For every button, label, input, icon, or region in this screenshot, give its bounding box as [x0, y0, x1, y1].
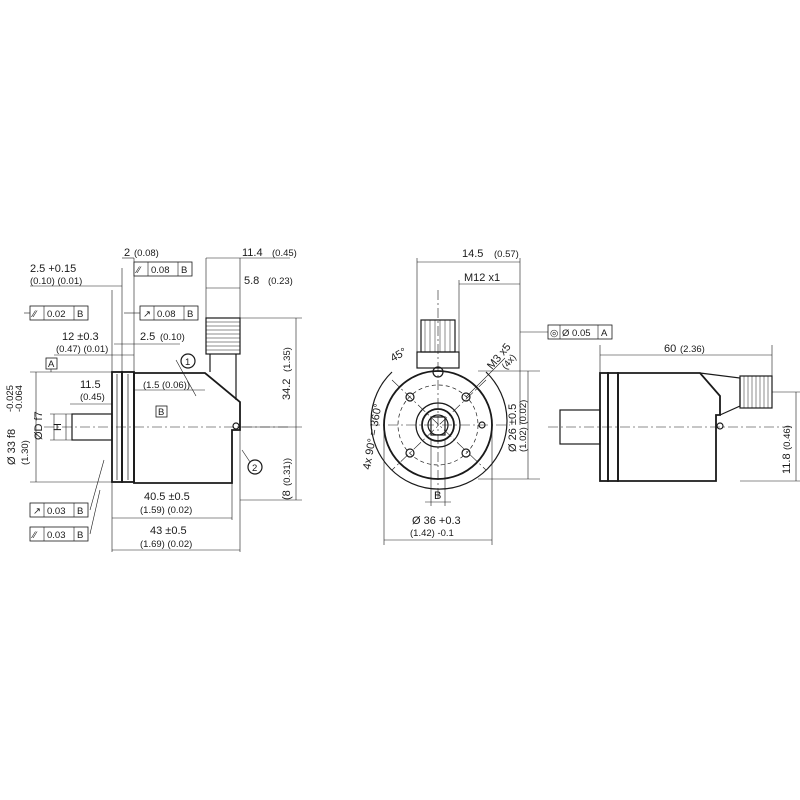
dim-14-5-inch: (0.57) — [494, 249, 519, 260]
svg-text:0.02: 0.02 — [47, 309, 66, 320]
dim-5-8-inch: (0.23) — [268, 276, 293, 287]
dim-2-5b-inch: (0.10) — [160, 332, 185, 343]
dim-60: 60 — [664, 343, 676, 355]
svg-text:⁄⁄: ⁄⁄ — [31, 309, 38, 320]
dim-40-5: 40.5 ±0.5 — [144, 491, 190, 503]
dim-8-inch: (0.31)) — [282, 458, 293, 486]
svg-text:⁄⁄: ⁄⁄ — [31, 530, 38, 541]
dim-14-5: 14.5 — [462, 248, 483, 260]
datum-a: A — [45, 357, 58, 372]
dim-26: Ø 26 ±0.5 — [507, 404, 519, 452]
dim-11-8: 11.8 — [781, 453, 793, 474]
dim-26-inch: (1.02) (0.02) — [518, 400, 529, 452]
dim-11-5-inch: (0.45) — [80, 392, 105, 403]
dim-33-inch: (1.30) — [20, 440, 31, 465]
dim-1-5: (1.5 (0.06)) — [143, 380, 190, 391]
svg-text:A: A — [601, 328, 608, 339]
svg-text:B: B — [187, 309, 193, 320]
dim-12: 12 ±0.3 — [62, 331, 99, 343]
dim-33-tol: -0.025 — [5, 385, 16, 412]
dim-33-tol2: -0.064 — [14, 385, 25, 412]
tolerance-box-flat-002: ⁄⁄ 0.02 B — [29, 305, 89, 321]
dim-2-5-inch: (0.10) (0.01) — [30, 276, 82, 287]
svg-text:0.08: 0.08 — [151, 265, 170, 276]
dim-d: ØD f7 — [33, 411, 45, 440]
dim-43-inch: (1.69) (0.02) — [140, 539, 192, 550]
svg-text:0.03: 0.03 — [47, 506, 66, 517]
front-view: 14.5 (0.57) M12 x1 45° 4x 90° = 360° M3 … — [361, 248, 613, 545]
tolerance-box-parallel-008: ⁄⁄ 0.08 B — [133, 261, 193, 277]
dim-2-inch: (0.08) — [134, 248, 159, 259]
dim-60-inch: (2.36) — [680, 344, 705, 355]
angle-4x90: 4x 90° = 360° — [361, 403, 384, 471]
svg-text:B: B — [77, 309, 83, 320]
svg-text:B: B — [158, 407, 164, 418]
svg-text:⁄⁄: ⁄⁄ — [135, 265, 142, 276]
right-view: 60 (2.36) 11.8 (0.46) — [548, 343, 800, 482]
svg-text:2: 2 — [252, 463, 257, 474]
dim-5-8: 5.8 — [244, 275, 259, 287]
datum-b: B — [155, 405, 168, 418]
svg-text:B: B — [181, 265, 187, 276]
dim-36: Ø 36 +0.3 — [412, 515, 461, 527]
tolerance-box-parallel-003: ⁄⁄ 0.03 B — [29, 526, 89, 542]
dim-34-2-inch: (1.35) — [282, 347, 293, 372]
tolerance-box-position: ◎ Ø 0.05 A — [547, 324, 613, 340]
callout-2: 2 — [241, 449, 263, 475]
svg-text:0.08: 0.08 — [157, 309, 176, 320]
dim-40-5-inch: (1.59) (0.02) — [140, 505, 192, 516]
dim-8: (8 — [281, 490, 293, 500]
svg-text:0.03: 0.03 — [47, 530, 66, 541]
dim-11-4: 11.4 — [242, 247, 263, 259]
dim-43: 43 ±0.5 — [150, 525, 187, 537]
dim-m12: M12 x1 — [464, 272, 500, 284]
dim-b: B — [434, 490, 441, 502]
dim-12-inch: (0.47) (0.01) — [56, 344, 108, 355]
dim-h: H — [52, 423, 64, 431]
dim-11-4-inch: (0.45) — [272, 248, 297, 259]
svg-text:B: B — [77, 530, 83, 541]
svg-text:◎: ◎ — [550, 328, 559, 339]
tolerance-box-runout-003: ↗ 0.03 B — [29, 502, 89, 518]
dim-11-5: 11.5 — [80, 379, 101, 391]
svg-text:↗: ↗ — [33, 506, 41, 517]
angle-45: 45° — [389, 346, 409, 365]
svg-text:B: B — [77, 506, 83, 517]
svg-text:↗: ↗ — [143, 309, 151, 320]
side-view: 2.5 +0.15 (0.10) (0.01) 2 (0.08) 11.4 (0… — [5, 247, 302, 552]
dim-36-inch: (1.42) -0.1 — [410, 528, 454, 539]
dim-2-5b: 2.5 — [140, 331, 155, 343]
svg-text:Ø 0.05: Ø 0.05 — [562, 328, 591, 339]
dim-33: Ø 33 f8 — [6, 429, 18, 465]
tolerance-box-runout-008: ↗ 0.08 B — [139, 305, 199, 321]
callout-1: 1 — [180, 353, 196, 369]
svg-text:1: 1 — [185, 357, 190, 368]
dim-34-2: 34.2 — [281, 379, 293, 400]
dim-2-5: 2.5 +0.15 — [30, 263, 76, 275]
svg-text:A: A — [48, 359, 55, 370]
dim-11-8-inch: (0.46) — [782, 425, 793, 450]
dim-2: 2 — [124, 247, 130, 259]
